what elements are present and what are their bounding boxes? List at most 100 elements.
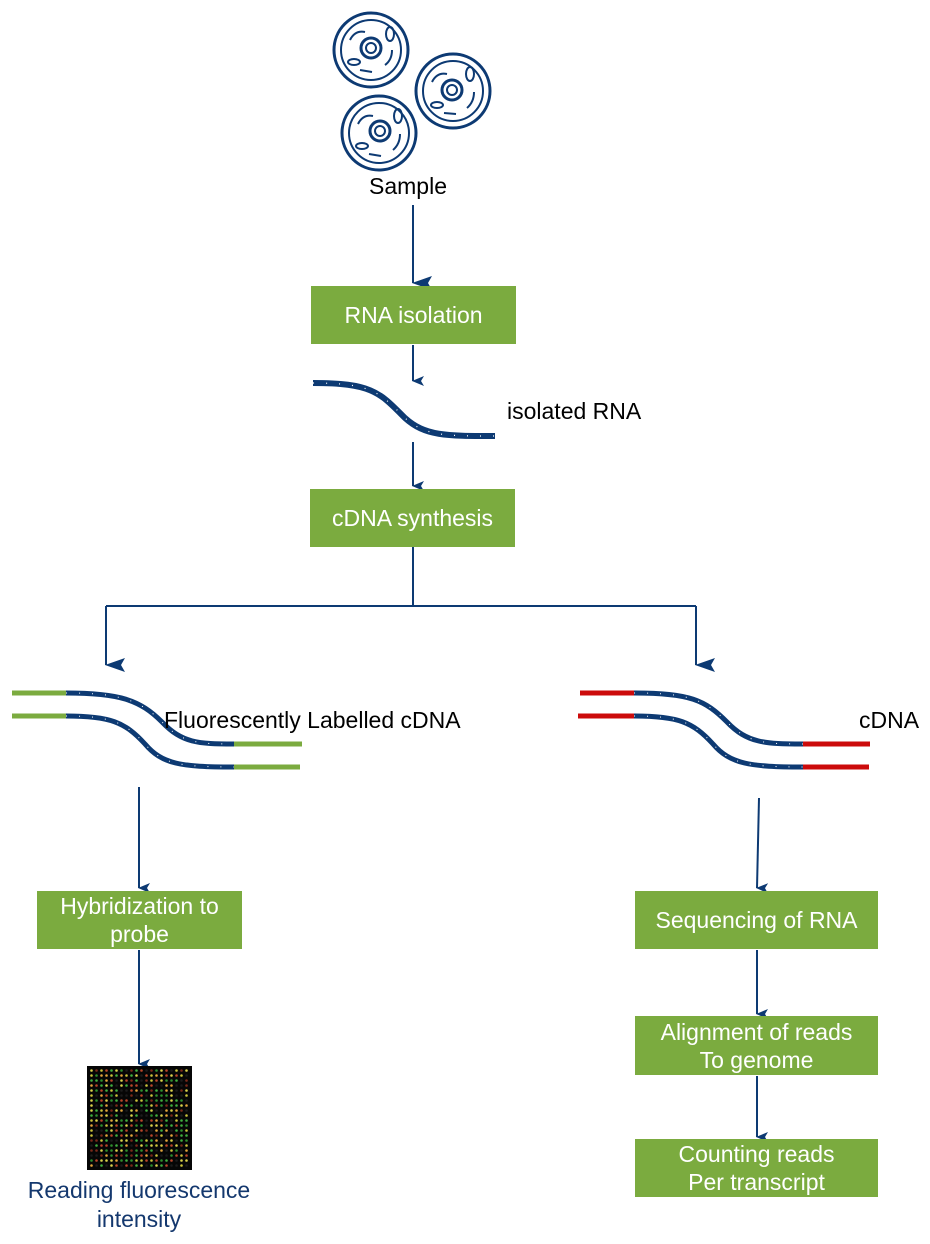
microarray-spot [110, 1104, 113, 1107]
microarray-spot [180, 1079, 183, 1082]
microarray-spot [160, 1074, 163, 1077]
microarray-spot [140, 1089, 143, 1092]
microarray-spot [100, 1089, 103, 1092]
microarray-spot [175, 1104, 178, 1107]
microarray-spot [170, 1154, 173, 1157]
microarray-spot [130, 1104, 133, 1107]
hybridization-box: Hybridization to probe [37, 891, 242, 949]
microarray-spot [180, 1104, 183, 1107]
microarray-spot [90, 1159, 93, 1162]
microarray-spot [155, 1129, 158, 1132]
microarray-spot [95, 1124, 98, 1127]
microarray-spot [150, 1084, 153, 1087]
microarray-spot [115, 1094, 118, 1097]
microarray-spot [125, 1094, 128, 1097]
microarray-spot [90, 1099, 93, 1102]
rna-isolation-box: RNA isolation [311, 286, 516, 344]
microarray-spot [185, 1094, 188, 1097]
microarray-spot [185, 1154, 188, 1157]
microarray-spot [155, 1099, 158, 1102]
cdna-synthesis-box: cDNA synthesis [310, 489, 515, 547]
microarray-spot [115, 1139, 118, 1142]
microarray-spot [125, 1089, 128, 1092]
microarray-spot [145, 1094, 148, 1097]
microarray-spot [170, 1109, 173, 1112]
microarray-spot [145, 1069, 148, 1072]
microarray-spot [130, 1089, 133, 1092]
microarray-spot [155, 1079, 158, 1082]
microarray-spot [135, 1079, 138, 1082]
microarray-spot [165, 1099, 168, 1102]
microarray-spot [125, 1074, 128, 1077]
microarray-spot [110, 1129, 113, 1132]
microarray-spot [165, 1069, 168, 1072]
microarray-spot [105, 1079, 108, 1082]
microarray-spot [120, 1129, 123, 1132]
microarray-spot [105, 1094, 108, 1097]
microarray-spot [110, 1159, 113, 1162]
microarray-spot [125, 1104, 128, 1107]
microarray-spot [130, 1149, 133, 1152]
microarray-spot [100, 1154, 103, 1157]
microarray-spot [185, 1114, 188, 1117]
microarray-spot [135, 1074, 138, 1077]
microarray-spot [140, 1149, 143, 1152]
microarray-spot [185, 1069, 188, 1072]
microarray-spot [115, 1074, 118, 1077]
microarray-spot [135, 1109, 138, 1112]
microarray-spot [105, 1164, 108, 1167]
microarray-spot [135, 1149, 138, 1152]
microarray-spot [155, 1114, 158, 1117]
microarray-spot [120, 1069, 123, 1072]
microarray-spot [155, 1144, 158, 1147]
microarray-spot [170, 1104, 173, 1107]
microarray-spot [165, 1104, 168, 1107]
microarray-spot [180, 1139, 183, 1142]
microarray-spot [150, 1074, 153, 1077]
microarray-spot [110, 1154, 113, 1157]
microarray-spot [180, 1114, 183, 1117]
microarray-spot [115, 1144, 118, 1147]
microarray-spot [120, 1124, 123, 1127]
microarray-spot [165, 1114, 168, 1117]
microarray-spot [180, 1129, 183, 1132]
microarray-spot [165, 1089, 168, 1092]
microarray-spot [95, 1099, 98, 1102]
microarray-spot [95, 1159, 98, 1162]
microarray-spot [135, 1119, 138, 1122]
microarray-spot [165, 1144, 168, 1147]
microarray-spot [110, 1069, 113, 1072]
microarray-spot [185, 1074, 188, 1077]
microarray-spot [125, 1114, 128, 1117]
microarray-spot [120, 1119, 123, 1122]
microarray-spot [90, 1089, 93, 1092]
microarray-spot [115, 1069, 118, 1072]
microarray-spot [160, 1144, 163, 1147]
microarray-spot [105, 1159, 108, 1162]
microarray-spot [130, 1109, 133, 1112]
microarray-spot [90, 1074, 93, 1077]
microarray-spot [105, 1139, 108, 1142]
microarray-spot [115, 1129, 118, 1132]
microarray-spot [175, 1154, 178, 1157]
microarray-spot [115, 1159, 118, 1162]
microarray-spot [175, 1079, 178, 1082]
microarray-spot [135, 1159, 138, 1162]
microarray-spot [135, 1069, 138, 1072]
microarray-spot [125, 1154, 128, 1157]
microarray-spot [100, 1124, 103, 1127]
microarray-spot [140, 1109, 143, 1112]
microarray-spot [95, 1079, 98, 1082]
microarray-spot [170, 1164, 173, 1167]
microarray-spot [180, 1099, 183, 1102]
microarray-spot [115, 1099, 118, 1102]
reading-fluorescence-label: Reading fluorescence intensity [27, 1177, 251, 1232]
microarray-spot [150, 1069, 153, 1072]
microarray-spot [170, 1099, 173, 1102]
microarray-spot [100, 1119, 103, 1122]
microarray-spot [130, 1099, 133, 1102]
microarray-spot [145, 1089, 148, 1092]
microarray-spot [90, 1079, 93, 1082]
microarray-spot [180, 1094, 183, 1097]
microarray-spot [175, 1149, 178, 1152]
